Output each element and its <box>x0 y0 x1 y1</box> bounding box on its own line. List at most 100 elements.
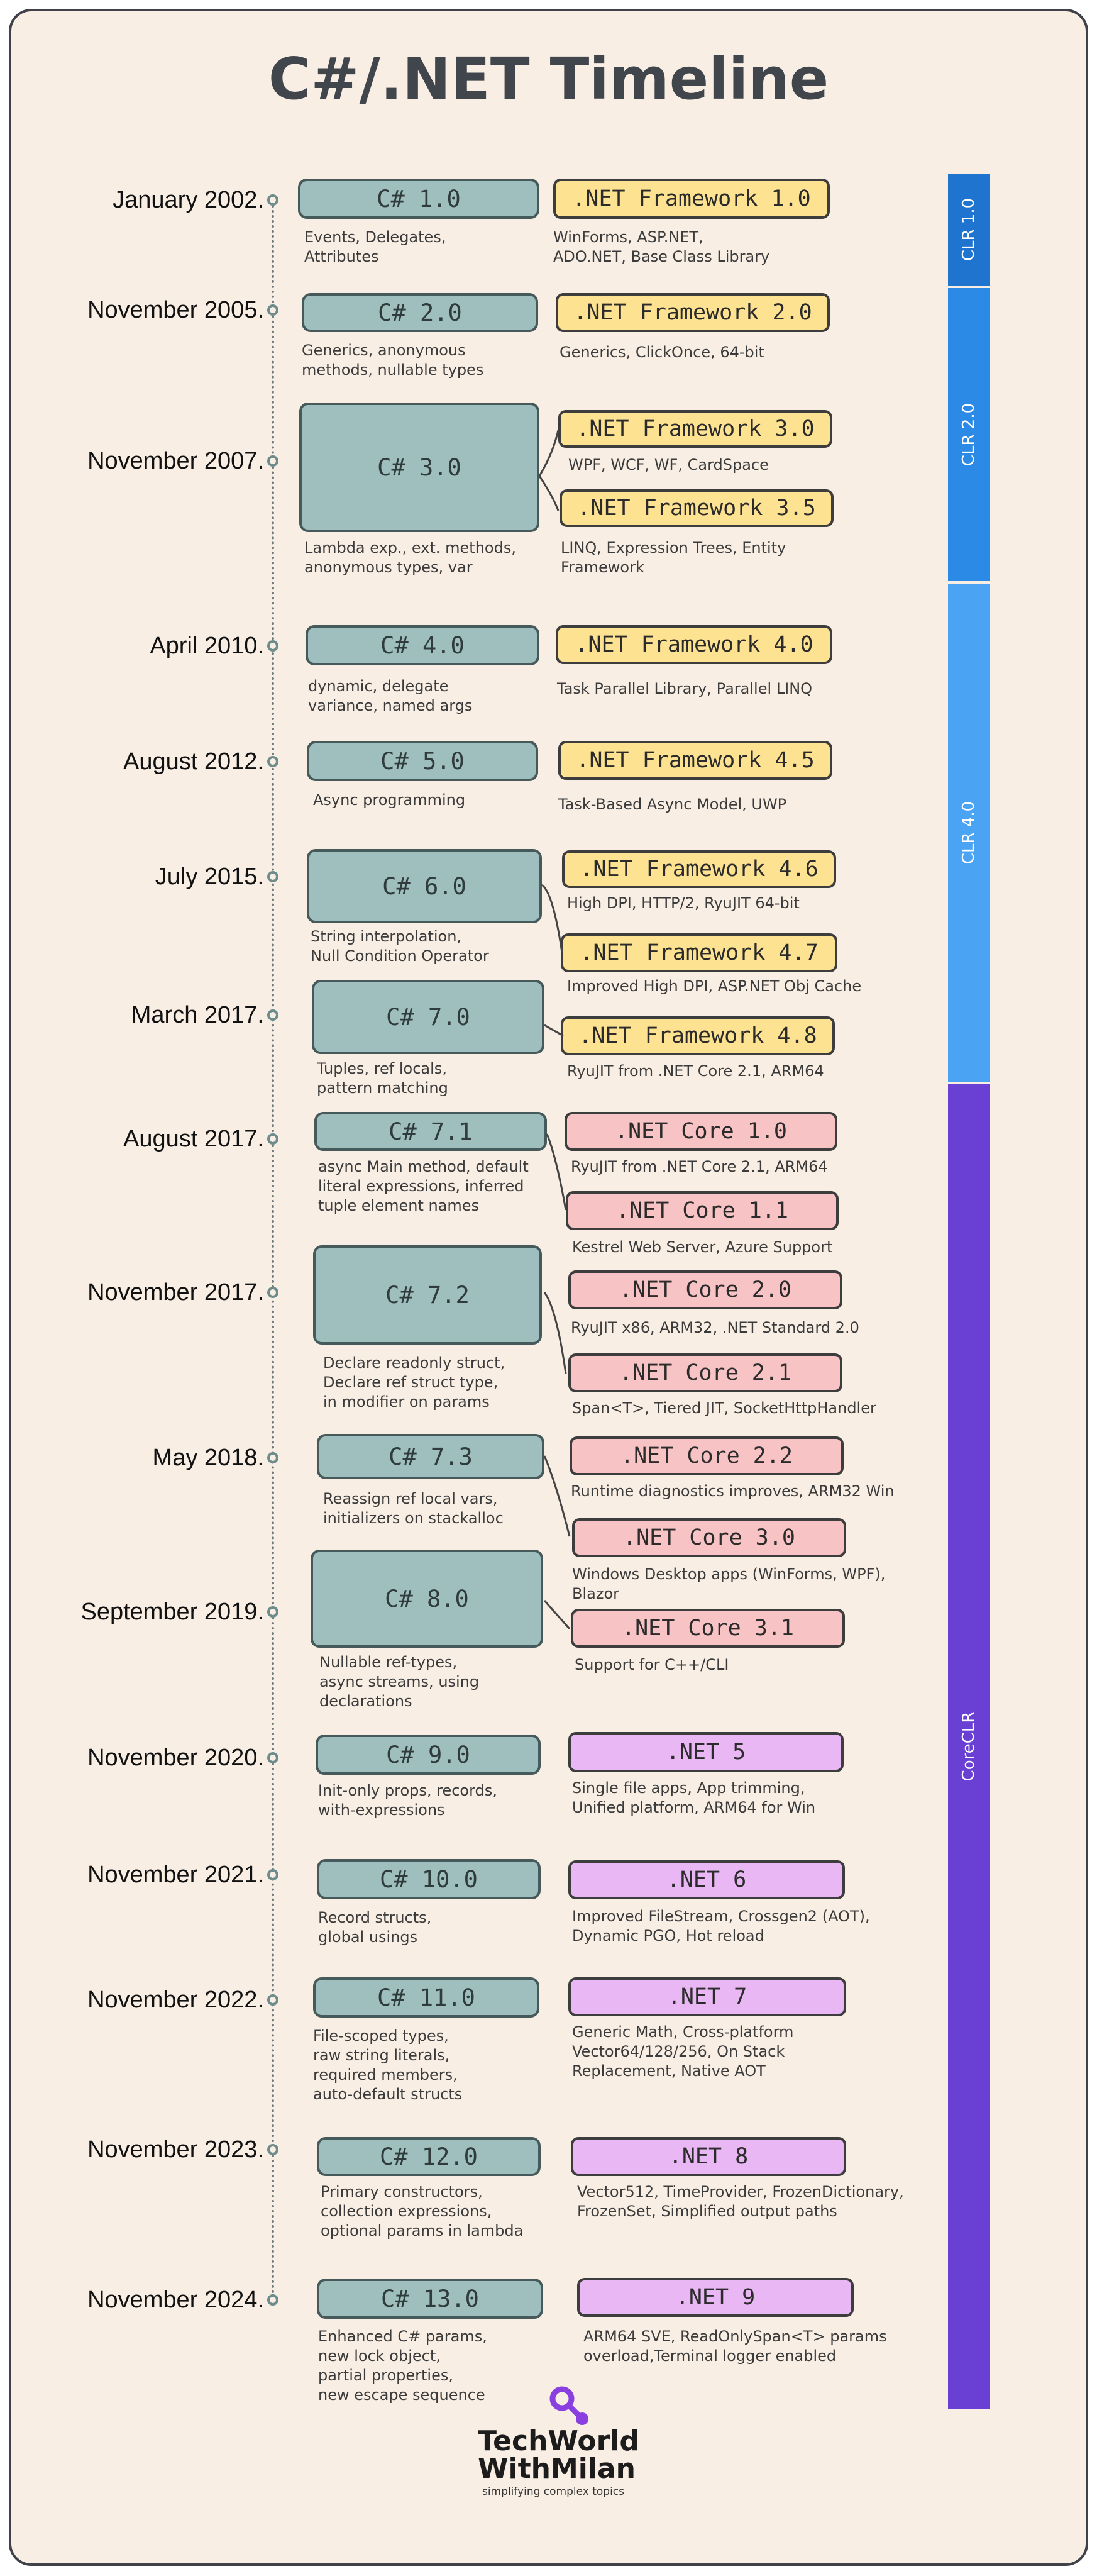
feature-line: new lock object, <box>318 2347 441 2365</box>
logo-mark-icon <box>549 2386 588 2425</box>
timeline-date: November 2023. <box>87 2136 264 2163</box>
dotnet-features: Vector512, TimeProvider, FrozenDictionar… <box>577 2182 904 2221</box>
csharp-version-box: C# 3.0 <box>299 402 539 532</box>
timeline-dot <box>267 1287 278 1298</box>
timeline-dot <box>267 1009 278 1021</box>
feature-line: File-scoped types, <box>313 2027 449 2045</box>
csharp-features: Lambda exp., ext. methods,anonymous type… <box>304 538 516 577</box>
feature-line: methods, nullable types <box>302 361 484 379</box>
feature-line: Async programming <box>313 791 466 809</box>
dotnet-features: Task Parallel Library, Parallel LINQ <box>557 679 812 699</box>
timeline-dot <box>267 640 278 652</box>
feature-line: overload,Terminal logger enabled <box>583 2347 837 2365</box>
csharp-features: Primary constructors,collection expressi… <box>321 2182 523 2241</box>
timeline-dot <box>267 194 278 206</box>
dotnet-features: Kestrel Web Server, Azure Support <box>572 1238 832 1257</box>
csharp-version-box: C# 12.0 <box>317 2137 541 2176</box>
csharp-version-box: C# 8.0 <box>311 1550 543 1648</box>
csharp-version-box: C# 2.0 <box>302 293 538 332</box>
timeline-date: August 2017. <box>123 1126 264 1152</box>
timeline-date: November 2022. <box>87 1987 264 2013</box>
csharp-version-box: C# 11.0 <box>313 1977 539 2018</box>
feature-line: LINQ, Expression Trees, Entity <box>561 539 786 557</box>
dotnet-features: Generics, ClickOnce, 64-bit <box>560 343 764 362</box>
timeline-date: May 2018. <box>152 1445 264 1471</box>
feature-line: Init-only props, records, <box>318 1782 497 1799</box>
feature-line: Framework <box>561 558 644 576</box>
dotnet-features: Span<T>, Tiered JIT, SocketHttpHandler <box>572 1399 876 1418</box>
feature-line: WinForms, ASP.NET, <box>553 228 703 246</box>
clr-segment: CLR 2.0 <box>948 288 990 581</box>
timeline-dot <box>267 1133 278 1145</box>
feature-line: Events, Delegates, <box>304 228 446 246</box>
feature-line: Lambda exp., ext. methods, <box>304 539 516 557</box>
timeline-dot <box>267 1994 278 2006</box>
timeline-date: March 2017. <box>131 1002 264 1028</box>
timeline-date: August 2012. <box>123 748 264 775</box>
dotnet-version-box: .NET Framework 4.0 <box>556 625 832 664</box>
timeline-dot <box>267 1752 278 1763</box>
feature-line: global usings <box>318 1928 418 1946</box>
dotnet-version-box: .NET Framework 4.8 <box>561 1016 835 1055</box>
dotnet-version-box: .NET Framework 3.0 <box>558 410 832 448</box>
timeline-dot <box>267 2294 278 2306</box>
feature-line: Improved High DPI, ASP.NET Obj Cache <box>567 977 862 995</box>
logo-line2: WithMilan <box>478 2453 636 2485</box>
dotnet-version-box: .NET Framework 4.7 <box>561 933 837 972</box>
timeline-dot <box>267 756 278 767</box>
feature-line: collection expressions, <box>321 2202 492 2220</box>
dotnet-version-box: .NET Framework 1.0 <box>553 179 830 219</box>
csharp-features: Record structs, global usings <box>318 1908 431 1947</box>
clr-label: CoreCLR <box>959 1711 978 1782</box>
feature-line: Null Condition Operator <box>311 947 489 965</box>
feature-line: async streams, using <box>319 1673 480 1690</box>
clr-segment: CLR 1.0 <box>948 174 990 286</box>
feature-line: Reassign ref local vars, <box>323 1490 498 1507</box>
dotnet-version-box: .NET Core 1.1 <box>566 1191 839 1230</box>
feature-line: Unified platform, ARM64 for Win <box>572 1799 816 1816</box>
dotnet-version-box: .NET Framework 4.6 <box>562 850 836 888</box>
dotnet-features: RyuJIT from .NET Core 2.1, ARM64 <box>571 1157 828 1177</box>
dotnet-version-box: .NET 8 <box>571 2137 846 2176</box>
feature-line: Kestrel Web Server, Azure Support <box>572 1238 833 1256</box>
feature-line: Support for C++/CLI <box>575 1656 729 1674</box>
feature-line: Dynamic PGO, Hot reload <box>572 1927 764 1945</box>
feature-line: Record structs, <box>318 1909 432 1926</box>
csharp-features: Events, Delegates,Attributes <box>304 228 446 267</box>
csharp-version-box: C# 1.0 <box>298 179 539 219</box>
timeline-date: November 2005. <box>87 297 264 323</box>
timeline-date: July 2015. <box>155 863 264 890</box>
timeline-date: September 2019. <box>80 1599 264 1625</box>
csharp-version-box: C# 4.0 <box>306 625 539 665</box>
feature-line: Primary constructors, <box>321 2183 483 2201</box>
feature-line: initializers on stackalloc <box>323 1509 504 1527</box>
feature-line: variance, named args <box>308 697 473 714</box>
feature-line: Task Parallel Library, Parallel LINQ <box>557 680 813 697</box>
csharp-version-box: C# 13.0 <box>317 2279 543 2319</box>
feature-line: Declare readonly struct, <box>323 1354 505 1372</box>
csharp-version-box: C# 6.0 <box>307 849 542 923</box>
csharp-features: Declare readonly struct,Declare ref stru… <box>323 1353 505 1412</box>
clr-label: CLR 1.0 <box>959 197 978 262</box>
dotnet-version-box: .NET Core 3.1 <box>571 1609 845 1648</box>
clr-label: CLR 2.0 <box>959 402 978 467</box>
timeline-date: November 2024. <box>87 2287 264 2313</box>
feature-line: async Main method, default <box>318 1158 529 1175</box>
dotnet-features: RyuJIT from .NET Core 2.1, ARM64 <box>567 1062 824 1081</box>
feature-line: Windows Desktop apps (WinForms, WPF), <box>572 1565 886 1583</box>
timeline-date: January 2002. <box>113 187 264 213</box>
feature-line: Tuples, ref locals, <box>317 1060 447 1077</box>
feature-line: Improved FileStream, Crossgen2 (AOT), <box>572 1907 870 1925</box>
feature-line: pattern matching <box>317 1079 448 1097</box>
timeline-axis <box>272 200 274 2301</box>
feature-line: anonymous types, var <box>304 558 473 576</box>
dotnet-version-box: .NET Core 1.0 <box>565 1112 837 1151</box>
feature-line: with-expressions <box>318 1801 445 1819</box>
feature-line: String interpolation, <box>311 928 462 945</box>
timeline-date: November 2007. <box>87 448 264 474</box>
feature-line: optional params in lambda <box>321 2222 524 2240</box>
